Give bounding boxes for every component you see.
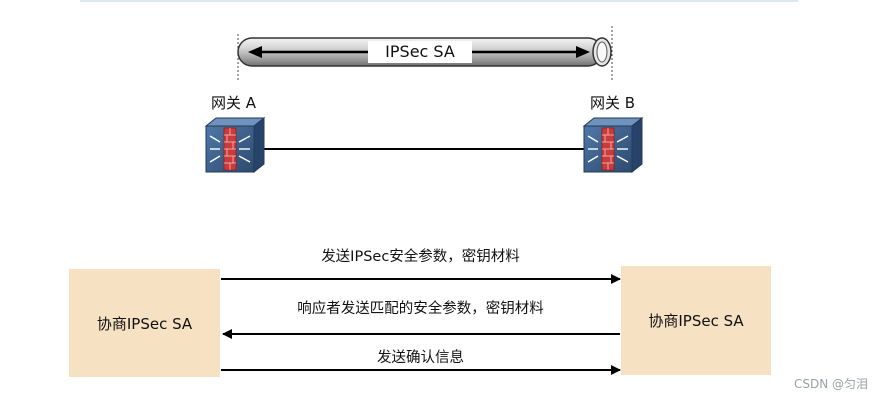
gateway-a-label: 网关 A	[211, 94, 257, 112]
gateway-a-icon	[204, 116, 266, 174]
message-label-2: 响应者发送匹配的安全参数，密钥材料	[297, 301, 544, 317]
right-negotiation-box: 协商IPSec SA	[621, 266, 771, 375]
message-label-3: 发送确认信息	[377, 350, 464, 366]
gateway-b-icon	[582, 116, 644, 174]
message-label-1: 发送IPSec安全参数，密钥材料	[321, 249, 520, 265]
tunnel-label: IPSec SA	[385, 42, 455, 61]
tunnel-arrow-right-head	[576, 46, 590, 58]
tunnel-arrow-left-head	[248, 46, 262, 58]
tunnel-label-bg	[368, 41, 472, 63]
gateway-b-label: 网关 B	[590, 94, 636, 112]
csdn-watermark: CSDN @匀泪	[793, 377, 868, 391]
ipsec-tunnel-pipe	[237, 37, 612, 67]
left-negotiation-box: 协商IPSec SA	[69, 269, 220, 377]
left-box-label: 协商IPSec SA	[96, 314, 193, 333]
top-divider	[80, 0, 798, 2]
right-box-label: 协商IPSec SA	[648, 312, 744, 330]
